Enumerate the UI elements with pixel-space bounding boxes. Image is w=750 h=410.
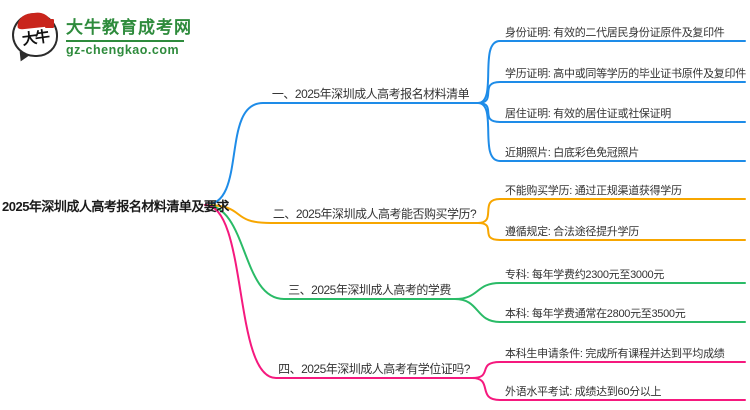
leaf-curve-1-1: [477, 40, 746, 104]
leaf-curve-1-3: [477, 102, 746, 123]
logo-title: 大牛教育成考网: [66, 18, 192, 37]
logo-divider: [66, 40, 184, 42]
branch-curve-2: [204, 204, 479, 224]
leaf-curve-3-1: [454, 282, 746, 300]
leaf-node-1-1: 身份证明: 有效的二代居民身份证原件及复印件: [505, 27, 725, 39]
leaf-curve-3-2: [454, 298, 746, 323]
leaf-node-3-1: 专科: 每年学费约2300元至3000元: [505, 269, 665, 281]
logo-text-block: 大牛教育成考网 gz-chengkao.com: [66, 13, 192, 57]
leaf-node-4-1: 本科生申请条件: 完成所有课程并达到平均成绩: [505, 348, 725, 360]
branch-node-4: 四、2025年深圳成人高考有学位证吗?: [278, 362, 470, 376]
leaf-node-1-4: 近期照片: 白底彩色免冠照片: [505, 147, 639, 159]
branch-curve-4: [204, 204, 473, 379]
leaf-curve-2-2: [477, 222, 746, 241]
logo-bubble-icon: 大牛: [12, 11, 58, 64]
leaf-curve-4-1: [471, 361, 746, 379]
leaf-node-4-2: 外语水平考试: 成绩达到60分以上: [505, 386, 662, 398]
leaf-node-3-2: 本科: 每年学费通常在2800元至3500元: [505, 308, 686, 320]
leaf-node-1-3: 居住证明: 有效的居住证或社保证明: [505, 108, 672, 120]
leaf-node-1-2: 学历证明: 高中或同等学历的毕业证书原件及复印件: [505, 68, 746, 80]
leaf-curve-2-1: [477, 198, 746, 224]
leaf-curve-1-2: [477, 81, 746, 104]
logo-red-seal-icon: [45, 19, 54, 28]
mindmap-root-node: 2025年深圳成人高考报名材料清单及要求: [2, 199, 229, 214]
branch-node-2: 二、2025年深圳成人高考能否购买学历?: [272, 207, 477, 221]
branch-node-3: 三、2025年深圳成人高考的学费: [288, 283, 451, 297]
site-logo: 大牛 大牛教育成考网 gz-chengkao.com: [12, 11, 192, 64]
leaf-curve-4-2: [471, 377, 746, 401]
leaf-curve-1-4: [477, 102, 746, 162]
branch-node-1: 一、2025年深圳成人高考报名材料清单: [271, 87, 470, 101]
leaf-node-2-1: 不能购买学历: 通过正规渠道获得学历: [505, 185, 682, 197]
leaf-node-2-2: 遵循规定: 合法途径提升学历: [505, 226, 639, 238]
logo-bubble-text: 大牛: [21, 28, 50, 49]
logo-url: gz-chengkao.com: [66, 43, 180, 57]
branch-curve-1: [204, 102, 479, 206]
branch-curve-3: [204, 204, 456, 300]
